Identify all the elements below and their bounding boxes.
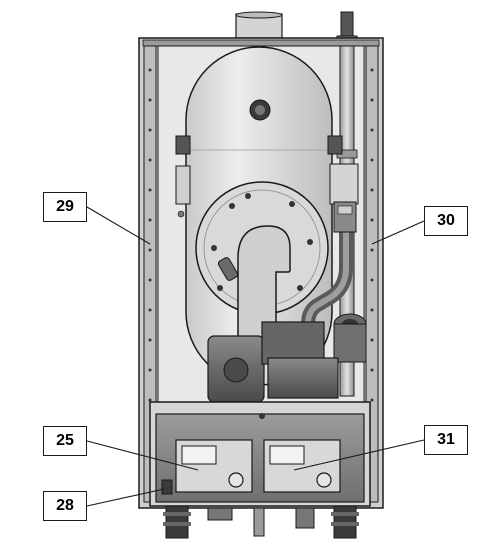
controller-right: [263, 439, 341, 493]
flue-collar: [235, 11, 283, 39]
gas-valve: [333, 313, 367, 363]
side-holes-right: [370, 68, 374, 402]
leader-29: [86, 206, 151, 245]
leader-30: [371, 220, 425, 245]
leader-25: [86, 440, 199, 471]
controller-left: [175, 439, 253, 493]
side-holes-left: [148, 68, 152, 402]
callout-29: 29: [43, 192, 87, 222]
callout-28: 28: [43, 491, 87, 521]
right-bracket: [327, 135, 359, 205]
sight-glass: [249, 99, 271, 121]
blower: [207, 321, 339, 403]
left-bracket: [175, 135, 191, 218]
switch: [161, 479, 173, 495]
callout-25: 25: [43, 426, 87, 456]
leader-lines: [86, 206, 425, 507]
callout-31: 31: [424, 425, 468, 455]
callout-30: 30: [424, 206, 468, 236]
ignition-electrode: [217, 257, 239, 281]
leader-31: [293, 439, 425, 471]
bottom-connections: [163, 505, 359, 539]
gas-pipe: [301, 201, 357, 367]
leader-28: [86, 488, 165, 507]
